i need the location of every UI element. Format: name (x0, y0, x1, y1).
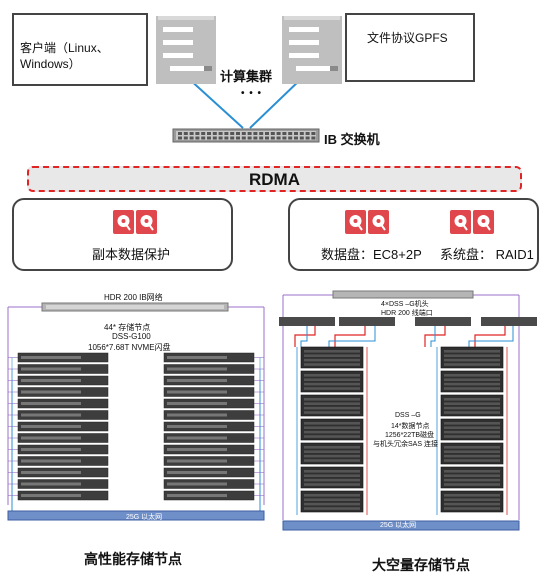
left-ethernet-label: 25G 以太网 (126, 514, 163, 521)
server-left-icon (156, 16, 216, 84)
right-info-line4: 与机头冗余SAS 连接 (373, 441, 438, 448)
ib-switch-icon (172, 128, 320, 143)
replica-protection-label: 副本数据保护 (92, 247, 171, 262)
system-disk-label: 系统盘： RAID1 (440, 247, 534, 262)
left-network-label: HDR 200 IB网络 (104, 293, 163, 302)
replica-protection-box: 副本数据保护 (12, 198, 233, 271)
left-nodes-line1: 44* 存储节点 (104, 323, 151, 332)
cluster-label: 计算集群 (220, 69, 273, 84)
right-ethernet-label: 25G 以太网 (380, 522, 417, 529)
server-right-icon (282, 16, 342, 84)
large-capacity-rack-diagram (279, 290, 537, 531)
right-header-line1: 4×DSS –G机头 (381, 301, 429, 308)
client-label-line1: 客户端（Linux、 (20, 41, 109, 55)
right-rack-title: 大空量存储节点 (372, 557, 470, 573)
right-info-line2: 14*数据节点 (391, 423, 430, 430)
data-disk-label: 数据盘：EC8+2P (321, 247, 422, 262)
left-nodes-line3: 1056*7.68T NVME闪盘 (88, 343, 171, 352)
switch-label: IB 交换机 (324, 132, 380, 147)
client-box: 客户端（Linux、 Windows） (12, 13, 148, 86)
right-header-line2: HDR 200 线端口 (381, 310, 433, 317)
disk-red-icon (113, 210, 157, 234)
rdma-label: RDMA (249, 170, 300, 189)
left-nodes-line2: DSS-G100 (112, 332, 151, 341)
gpfs-label: 文件协议GPFS (367, 31, 448, 45)
ellipsis-label: • • • (241, 88, 263, 99)
cluster-diagram (156, 16, 342, 143)
right-info-line1: DSS –G (395, 412, 421, 419)
client-label-line2: Windows） (20, 57, 81, 71)
gpfs-box: 文件协议GPFS (345, 13, 475, 82)
rdma-bar: RDMA (27, 166, 522, 192)
high-performance-rack-diagram (7, 302, 265, 521)
data-disk-icon (345, 210, 389, 234)
right-info-line3: 1256*22TB磁盘 (385, 432, 435, 439)
left-rack-title: 高性能存储节点 (84, 551, 182, 567)
erasure-coding-box: 数据盘：EC8+2P 系统盘： RAID1 (288, 198, 539, 271)
system-disk-icon (450, 210, 494, 234)
